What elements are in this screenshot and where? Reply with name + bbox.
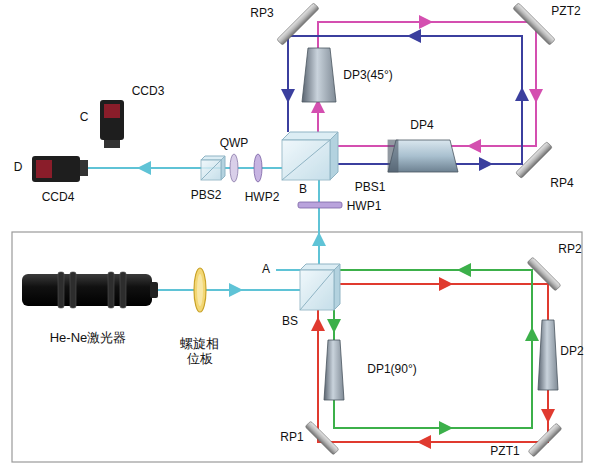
- camera-label: CCD4: [42, 191, 75, 205]
- port-label: B: [299, 183, 307, 197]
- port-label: A: [262, 263, 270, 277]
- frame: [12, 232, 582, 462]
- mirror-label: RP4: [550, 177, 573, 191]
- camera-label: CCD3: [132, 85, 165, 99]
- beams: [88, 22, 548, 442]
- laser: [22, 268, 206, 312]
- dove-prisms: [302, 48, 558, 400]
- port-label: D: [14, 161, 23, 175]
- mirror-label: PZT1: [490, 445, 519, 459]
- cameras: [32, 100, 124, 182]
- prism-label: DP3(45°): [343, 69, 392, 83]
- mirror-label: RP2: [558, 243, 581, 257]
- laser-label: He-Ne激光器: [50, 331, 127, 346]
- splitter-label: PBS2: [191, 189, 222, 203]
- splitter-label: PBS1: [355, 181, 386, 195]
- mirror-label: RP1: [280, 431, 303, 445]
- plate-label: QWP: [220, 137, 249, 151]
- port-label: C: [80, 111, 89, 125]
- phase-plate-label: 螺旋相位板: [180, 337, 220, 367]
- plate-label: HWP1: [347, 200, 382, 214]
- plate-label: HWP2: [245, 191, 280, 205]
- mirrors: [277, 3, 562, 457]
- prism-label: DP4: [410, 119, 433, 133]
- beam-arrows: [144, 22, 548, 442]
- mirror-label: RP3: [250, 7, 273, 21]
- mirror-label: PZT2: [551, 5, 580, 19]
- splitter-label: BS: [282, 315, 298, 329]
- cubes: [201, 132, 340, 310]
- prism-label: DP1(90°): [367, 363, 416, 377]
- wave-plates: [230, 154, 342, 208]
- prism-label: DP2: [560, 345, 583, 359]
